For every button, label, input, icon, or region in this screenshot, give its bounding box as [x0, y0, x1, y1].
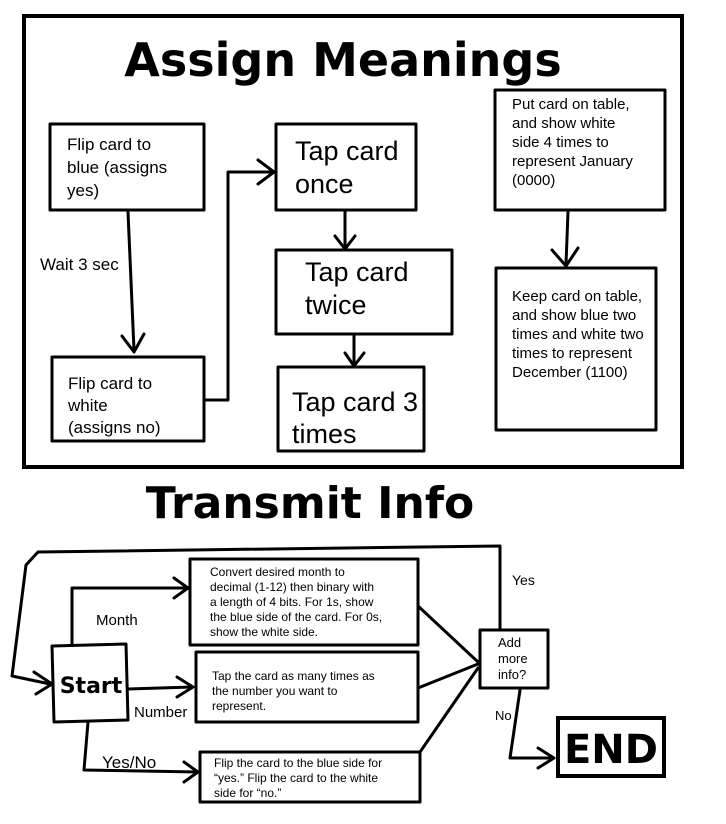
tap-once-box [274, 122, 418, 212]
flip-blue-box [48, 122, 206, 212]
decision-to-end-connector [508, 688, 554, 760]
arrowhead-icon [120, 332, 146, 354]
month-box-text: Convert desired month to decimal (1-12) … [210, 565, 385, 639]
start-to-month-connector [70, 586, 190, 646]
january-box [493, 88, 667, 212]
arrowhead-icon [172, 576, 190, 600]
tap-three-box [276, 365, 426, 453]
assign-meanings-title: Assign Meanings [124, 33, 561, 87]
yesno-label: Yes/No [102, 753, 156, 772]
month-to-decision-connector [416, 604, 480, 664]
tap-once-text: Tap card once [295, 136, 406, 199]
yesno-box-text: Flip the card to the blue side for “yes.… [214, 756, 385, 800]
flip-white-text: Flip card to white (assigns no) [67, 374, 161, 437]
month-box [188, 557, 420, 647]
yes-label: Yes [512, 572, 535, 588]
yesno-box [198, 750, 422, 804]
december-box [494, 266, 658, 432]
january-to-december-connector [564, 210, 570, 266]
january-text: Put card on table, and show white side 4… [512, 96, 637, 189]
white-to-tap-connector [204, 170, 274, 402]
tap-twice-box [274, 248, 454, 336]
no-label: No [495, 708, 512, 723]
arrowhead-icon [536, 746, 556, 770]
yesno-to-decision-connector [418, 666, 480, 754]
month-label: Month [96, 612, 138, 629]
assign-meanings-frame [22, 14, 684, 469]
arrowhead-icon [256, 158, 276, 186]
tap-three-text: Tap card 3 times [292, 387, 426, 449]
wait-label: Wait 3 sec [40, 255, 119, 274]
transmit-info-title: Transmit Info [146, 478, 474, 529]
number-to-decision-connector [416, 662, 480, 690]
decision-text: Add more info? [498, 635, 531, 682]
number-box-text: Tap the card as many times as the number… [212, 669, 378, 713]
arrowhead-icon [550, 246, 580, 268]
yes-loop-connector [10, 544, 502, 686]
start-to-number-connector [126, 685, 194, 691]
decision-box [478, 628, 550, 690]
arrowhead-icon [175, 675, 195, 699]
start-text: Start [60, 674, 123, 699]
arrowhead-icon [182, 760, 200, 784]
flip-blue-text: Flip card to blue (assigns yes) [67, 135, 172, 200]
number-label: Number [134, 704, 187, 721]
december-text: Keep card on table, and show blue two ti… [512, 288, 648, 381]
tap-twice-text: Tap card twice [305, 257, 416, 320]
end-text: END [564, 727, 658, 773]
end-box [556, 716, 666, 778]
start-to-yesno-connector [82, 720, 200, 774]
start-box [50, 642, 130, 724]
blue-to-white-connector [126, 210, 136, 352]
flip-white-box [50, 355, 206, 443]
